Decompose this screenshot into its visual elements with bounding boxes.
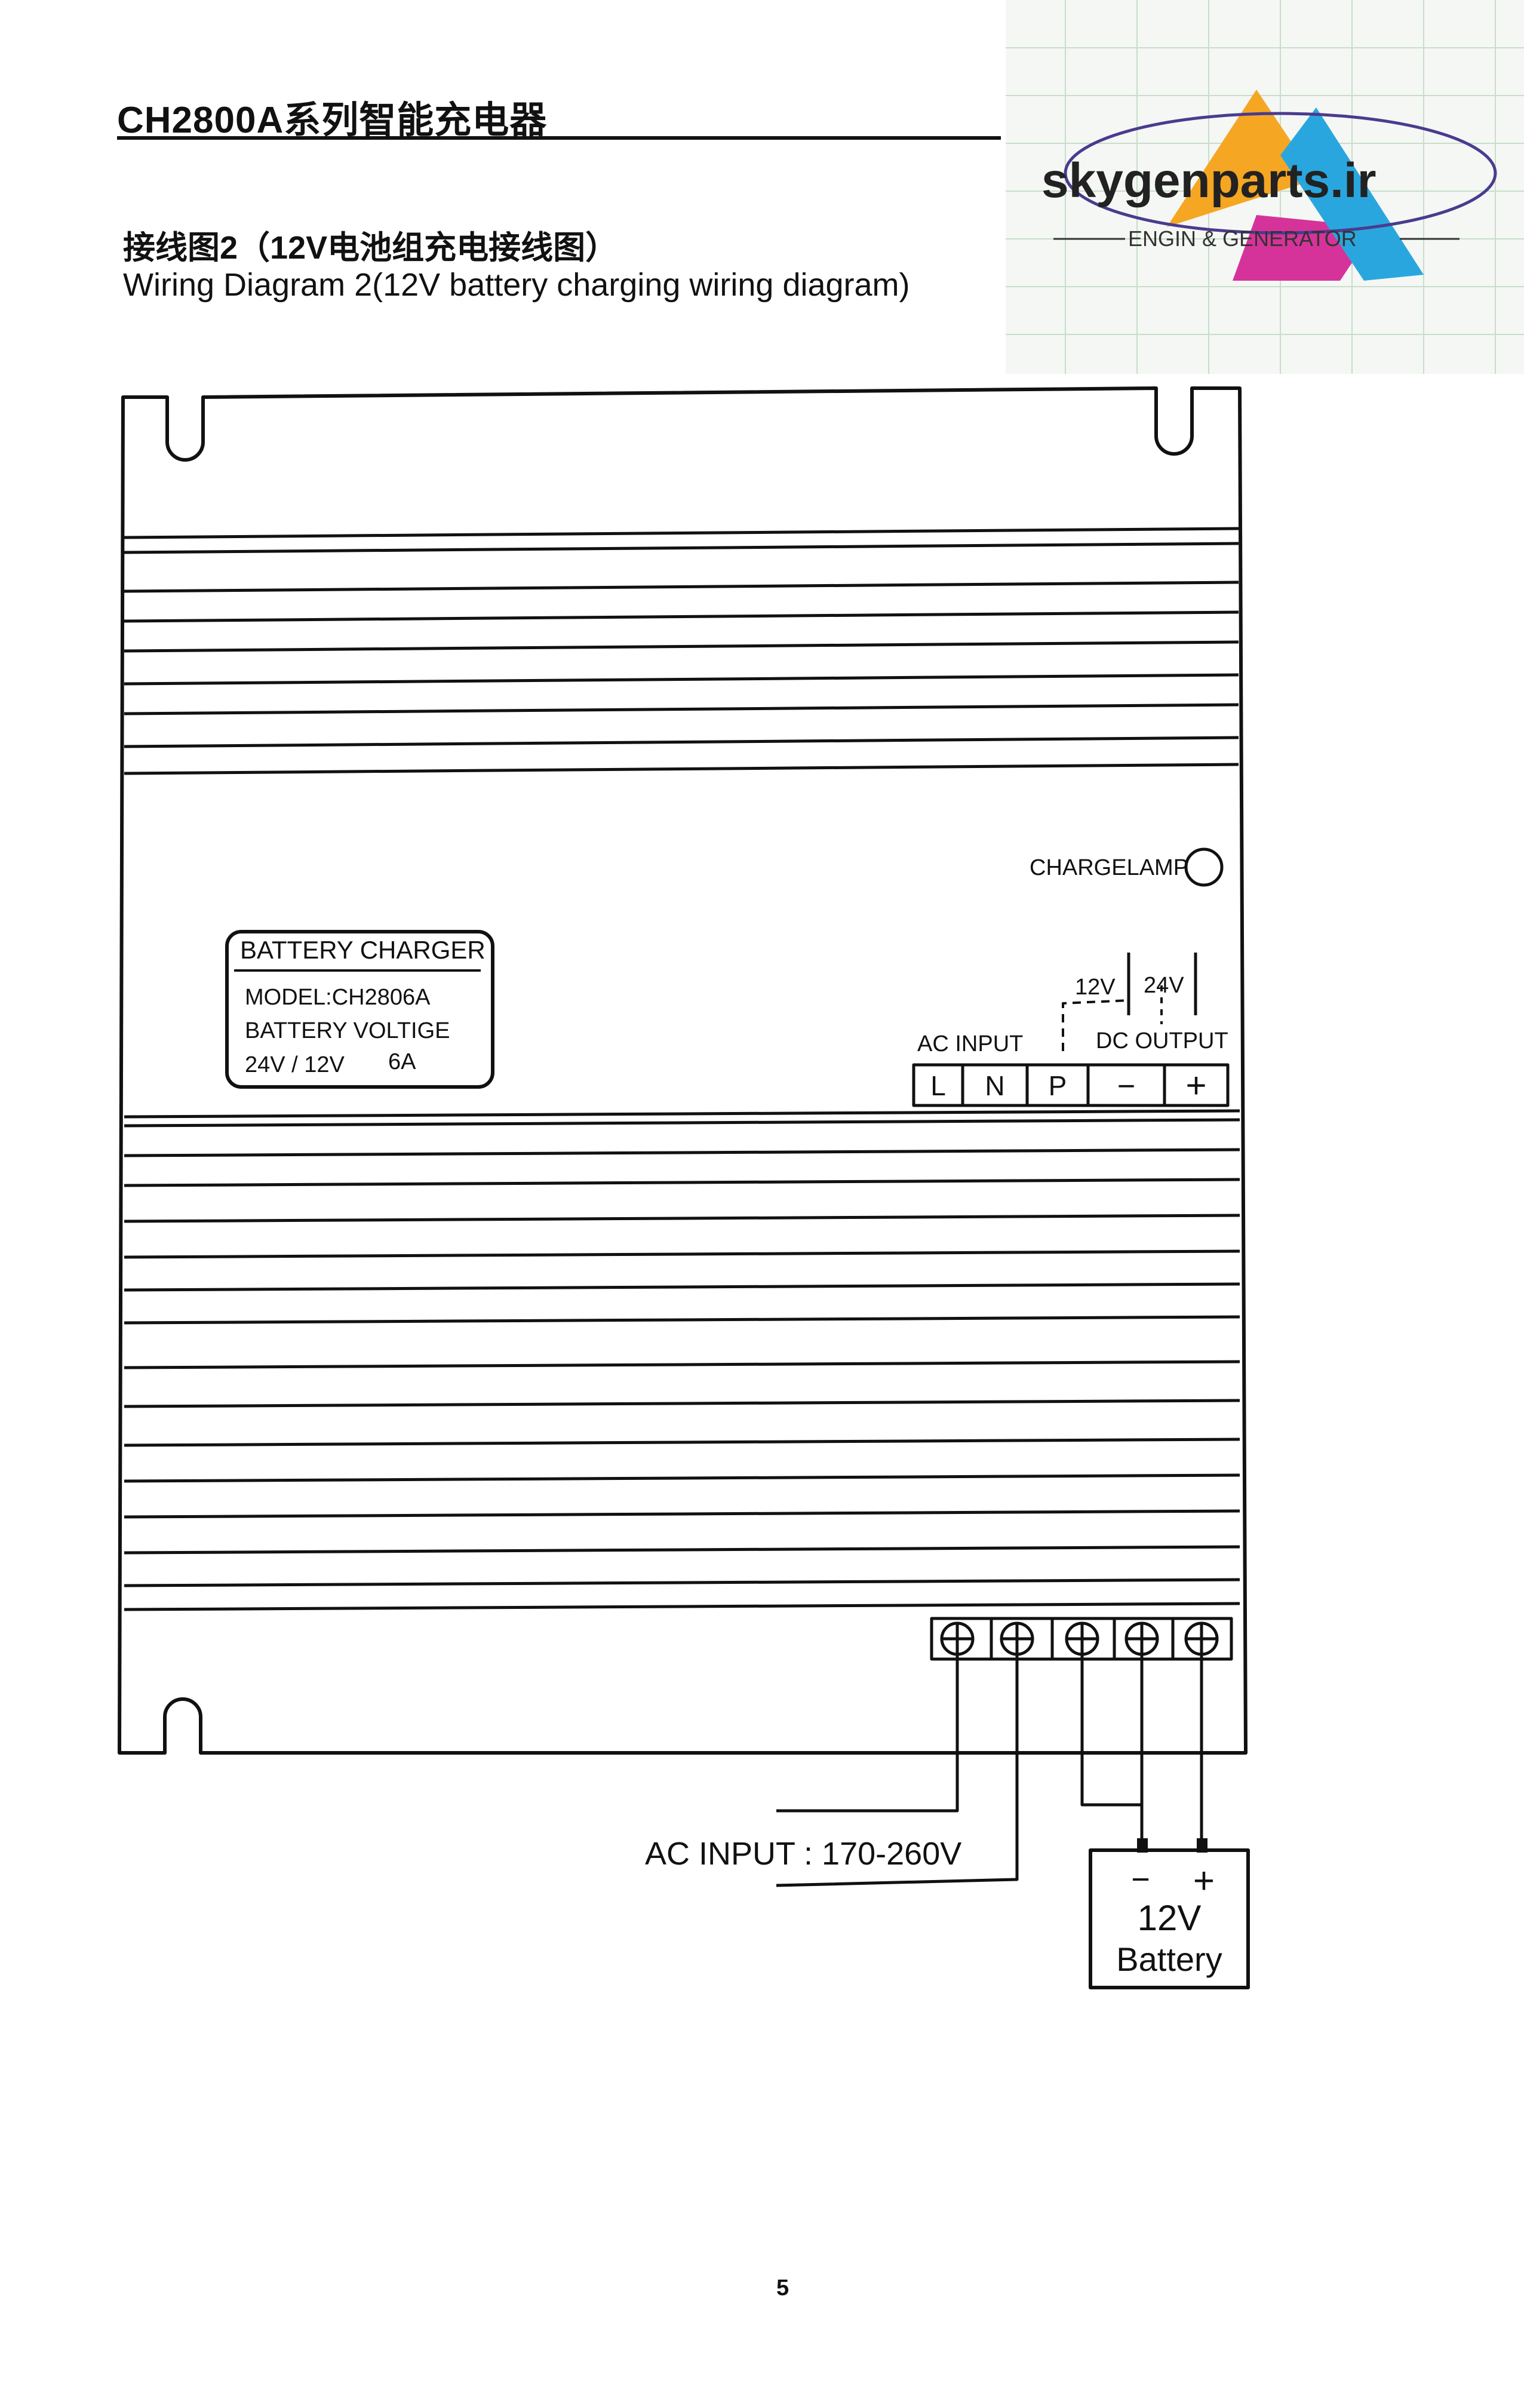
charge-lamp-label: CHARGELAMP — [1030, 855, 1188, 880]
fin-line — [124, 1178, 1240, 1187]
battery-voltage-label: 12V — [1138, 1898, 1202, 1938]
fin-line — [124, 1109, 1240, 1119]
battery-name-label: Battery — [1116, 1940, 1222, 1978]
logo-blue-shape — [1280, 108, 1424, 281]
fin-line — [124, 1578, 1240, 1587]
fin-line — [124, 1282, 1240, 1292]
header-divider — [117, 136, 1001, 140]
logo-orange-shape — [1167, 90, 1316, 227]
nameplate-line-4a: 24V / 12V — [245, 1052, 345, 1077]
fin-line — [124, 1473, 1240, 1483]
fin-line — [124, 703, 1239, 715]
watermark-logo: skygenparts.ir ENGIN & GENERATOR — [1006, 0, 1524, 374]
fin-line — [124, 1438, 1240, 1447]
battery-box — [1089, 1848, 1250, 1989]
ac-neutral-wire — [776, 1654, 1019, 1887]
fin-line — [124, 736, 1239, 748]
diagram-title-english: Wiring Diagram 2(12V battery charging wi… — [123, 267, 910, 303]
screw-terminal-icons — [940, 1621, 1219, 1656]
fin-line — [124, 1315, 1240, 1325]
fin-line — [124, 542, 1239, 554]
ac-input-terminal-label: AC INPUT — [917, 1031, 1023, 1056]
fin-line — [124, 1214, 1240, 1223]
fin-line — [124, 763, 1239, 775]
fin-line — [124, 580, 1239, 593]
watermark-site-name: skygenparts.ir — [1041, 153, 1376, 208]
p-to-minus-jumper-wire — [1080, 1654, 1142, 1807]
top-cooling-fins — [124, 527, 1239, 775]
charge-lamp-indicator — [1184, 847, 1224, 887]
fin-line — [124, 1118, 1240, 1128]
nameplate-line-2: MODEL:CH2806A — [245, 985, 431, 1010]
logo-orbit-ring — [1064, 112, 1497, 235]
external-wiring — [776, 1654, 1203, 1887]
nameplate-frame — [225, 930, 494, 1089]
wiring-diagram: BATTERY CHARGER MODEL:CH2806A BATTERY VO… — [118, 386, 1250, 1989]
battery-plus-label: + — [1193, 1860, 1215, 1902]
terminal-minus-label: − — [1117, 1069, 1135, 1104]
diagram-title-chinese: 接线图2（12V电池组充电接线图） — [123, 230, 618, 266]
diagram-labels: BATTERY CHARGER MODEL:CH2806A BATTERY VO… — [240, 855, 1228, 1978]
terminal-n-label: N — [985, 1070, 1004, 1101]
fin-line — [124, 640, 1239, 653]
fin-line — [124, 1509, 1240, 1519]
fin-line — [124, 1249, 1240, 1259]
jumper-24v-label: 24V — [1144, 973, 1184, 998]
page-number: 5 — [776, 2275, 789, 2300]
fin-line — [124, 1602, 1240, 1611]
fin-line — [124, 610, 1239, 623]
jumper-12v-label: 12V — [1075, 975, 1116, 1000]
watermark-tagline: ENGIN & GENERATOR — [1128, 226, 1357, 251]
bottom-cooling-fins — [124, 1109, 1240, 1611]
fin-line — [124, 527, 1239, 539]
nameplate-line-4b: 6A — [388, 1049, 416, 1074]
dc-output-terminal-label: DC OUTPUT — [1096, 1028, 1228, 1054]
fin-line — [124, 1399, 1240, 1408]
jumper-12v-dashed-link — [1062, 999, 1129, 1051]
charger-body-outline — [118, 386, 1248, 1755]
nameplate-line-3: BATTERY VOLTIGE — [245, 1018, 450, 1043]
terminal-l-label: L — [930, 1070, 946, 1101]
nameplate-line-1: BATTERY CHARGER — [240, 936, 486, 964]
terminal-plus-label: + — [1185, 1065, 1206, 1105]
fin-line — [124, 1545, 1240, 1555]
fin-line — [124, 1360, 1240, 1369]
terminal-p-label: P — [1049, 1070, 1067, 1101]
fin-line — [124, 1148, 1240, 1157]
ac-live-wire — [776, 1654, 959, 1813]
ac-supply-label: AC INPUT : 170-260V — [645, 1836, 961, 1872]
fin-line — [124, 673, 1239, 686]
top-terminal-strip — [912, 1063, 1230, 1107]
page-header-title: CH2800A系列智能充电器 — [117, 100, 548, 141]
battery-minus-label: − — [1131, 1862, 1150, 1897]
